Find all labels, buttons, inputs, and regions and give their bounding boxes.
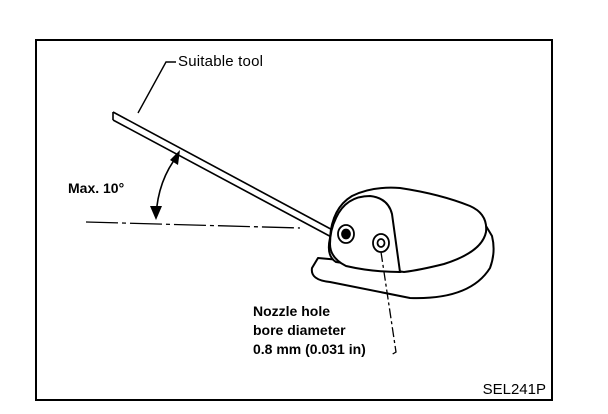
figure-code: SEL241P [482,381,546,398]
nozzle-hole-left [337,224,355,244]
suitable-tool [112,111,341,241]
washer-nozzle [310,186,495,300]
max-angle-label: Max. 10° [68,180,125,196]
nozzle-leader-line [380,251,397,356]
reference-line [85,221,301,229]
nozzle-hole-callout: Nozzle hole bore diameter 0.8 mm (0.031 … [253,302,366,359]
diagram-frame [35,39,553,401]
angle-arrow-bottom [150,206,162,220]
tool-leader-line [137,61,176,114]
nozzle-front-face [329,195,401,273]
angle-arrow-top [170,150,180,165]
suitable-tool-label: Suitable tool [178,53,264,70]
nozzle-callout-line-1: Nozzle hole [253,303,331,319]
nozzle-callout-line-3: 0.8 mm (0.031 in) [253,341,366,357]
nozzle-callout-line-2: bore diameter [253,322,346,338]
